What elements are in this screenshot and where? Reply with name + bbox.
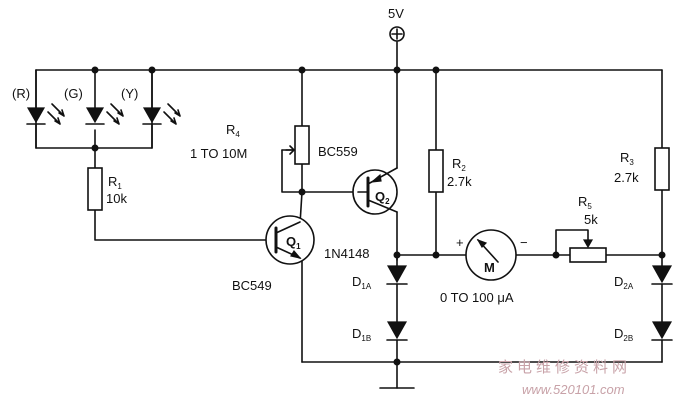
light-arrow-icon <box>163 111 177 125</box>
r2-name: R2 <box>452 156 466 173</box>
led-red: (R) <box>12 86 65 125</box>
r1-name: R1 <box>108 174 122 191</box>
q1-emitter-wire <box>299 257 303 363</box>
meter-minus: − <box>520 235 528 250</box>
resistor-r5: R5 5k <box>569 194 607 263</box>
q2-part-label: BC559 <box>318 144 358 159</box>
diode-part-label: 1N4148 <box>324 246 370 261</box>
diode-d2b: D2B <box>614 321 673 343</box>
diode-triangle-icon <box>651 321 673 340</box>
microammeter: M + − 0 TO 100 μA <box>440 229 528 305</box>
transistor-body <box>265 215 315 265</box>
transistor-body <box>352 169 398 215</box>
watermark-text: 家电维修资料网 <box>498 358 631 376</box>
led-g-label: (G) <box>64 86 83 101</box>
r1-value: 10k <box>106 191 127 206</box>
supply-terminal: 5V <box>388 6 405 42</box>
wiper-arrow-icon <box>582 239 594 249</box>
wiper-arrow-icon <box>285 145 295 155</box>
meter-plus: + <box>456 235 464 250</box>
d2a-name: D2A <box>614 274 634 291</box>
transistor-q1: Q1 BC549 <box>232 215 315 293</box>
resistor-body <box>569 247 607 263</box>
d2b-name: D2B <box>614 326 633 343</box>
r5-wiper-wire <box>555 229 589 256</box>
junction-dot <box>658 251 666 259</box>
junction-dot <box>91 144 99 152</box>
junction-dot <box>552 251 560 259</box>
r3-name: R3 <box>620 150 634 167</box>
led-yellow: (Y) <box>121 69 181 149</box>
led-y-label: (Y) <box>121 86 138 101</box>
meter-range-label: 0 TO 100 μA <box>440 290 514 305</box>
supply-label: 5V <box>388 6 404 21</box>
q1-part-label: BC549 <box>232 278 272 293</box>
d1b-name: D1B <box>352 326 371 343</box>
junction-dot <box>432 66 440 74</box>
emitter-arrow-icon <box>370 173 382 183</box>
junction-dot <box>393 66 401 74</box>
transistor-q2: Q2 <box>352 167 398 215</box>
led-triangle-icon <box>26 107 46 124</box>
meter-symbol: M <box>484 260 495 275</box>
light-arrow-icon <box>110 103 124 117</box>
junction-dot <box>298 188 306 196</box>
r3-value: 2.7k <box>614 170 639 185</box>
q2-base-wire <box>281 149 359 193</box>
d1a-name: D1A <box>352 274 372 291</box>
resistor-body <box>428 149 444 193</box>
emitter-arrow-icon <box>290 249 302 259</box>
light-arrow-icon <box>51 103 65 117</box>
led-triangle-icon <box>85 107 105 124</box>
light-arrow-icon <box>47 111 61 125</box>
plus-icon <box>391 28 403 40</box>
r5-value: 5k <box>584 212 598 227</box>
led-r-label: (R) <box>12 86 30 101</box>
watermark: 家电维修资料网 www.520101.com <box>498 358 631 397</box>
r4-name: R4 <box>226 122 240 139</box>
resistor-body <box>294 125 310 165</box>
resistor-body <box>87 167 103 211</box>
resistor-r1: R1 10k <box>87 167 127 211</box>
r5-name: R5 <box>578 194 592 211</box>
r4-value: 1 TO 10M <box>190 146 247 161</box>
led-green: (G) <box>64 86 124 125</box>
junctions <box>91 66 666 366</box>
light-arrow-icon <box>106 111 120 125</box>
diode-triangle-icon <box>386 265 408 284</box>
diode-d1a: 1N4148 D1A <box>324 246 408 291</box>
diode-d2a: D2A <box>614 265 673 291</box>
q2-name: Q2 <box>375 189 390 206</box>
q2-collector-lead <box>367 199 398 213</box>
junction-dot <box>91 66 99 74</box>
resistor-r3: R3 2.7k <box>614 147 670 191</box>
led-triangle-icon <box>142 107 162 124</box>
junction-dot <box>298 66 306 74</box>
resistor-r4: R4 1 TO 10M BC559 <box>190 122 358 165</box>
needle-arrow-icon <box>476 238 488 248</box>
resistor-body <box>654 147 670 191</box>
light-arrow-icon <box>167 103 181 117</box>
diode-d1b: D1B <box>352 321 408 343</box>
junction-dot <box>393 251 401 259</box>
junction-dot <box>393 358 401 366</box>
watermark-url: www.520101.com <box>522 382 625 397</box>
q1-name: Q1 <box>286 234 301 251</box>
r1-to-q1-base-wire <box>94 209 277 241</box>
r2-value: 2.7k <box>447 174 472 189</box>
diode-triangle-icon <box>386 321 408 340</box>
diode-triangle-icon <box>651 265 673 284</box>
q1-collector-lead <box>275 221 301 234</box>
junction-dot <box>432 251 440 259</box>
resistor-r2: R2 2.7k <box>428 149 472 193</box>
